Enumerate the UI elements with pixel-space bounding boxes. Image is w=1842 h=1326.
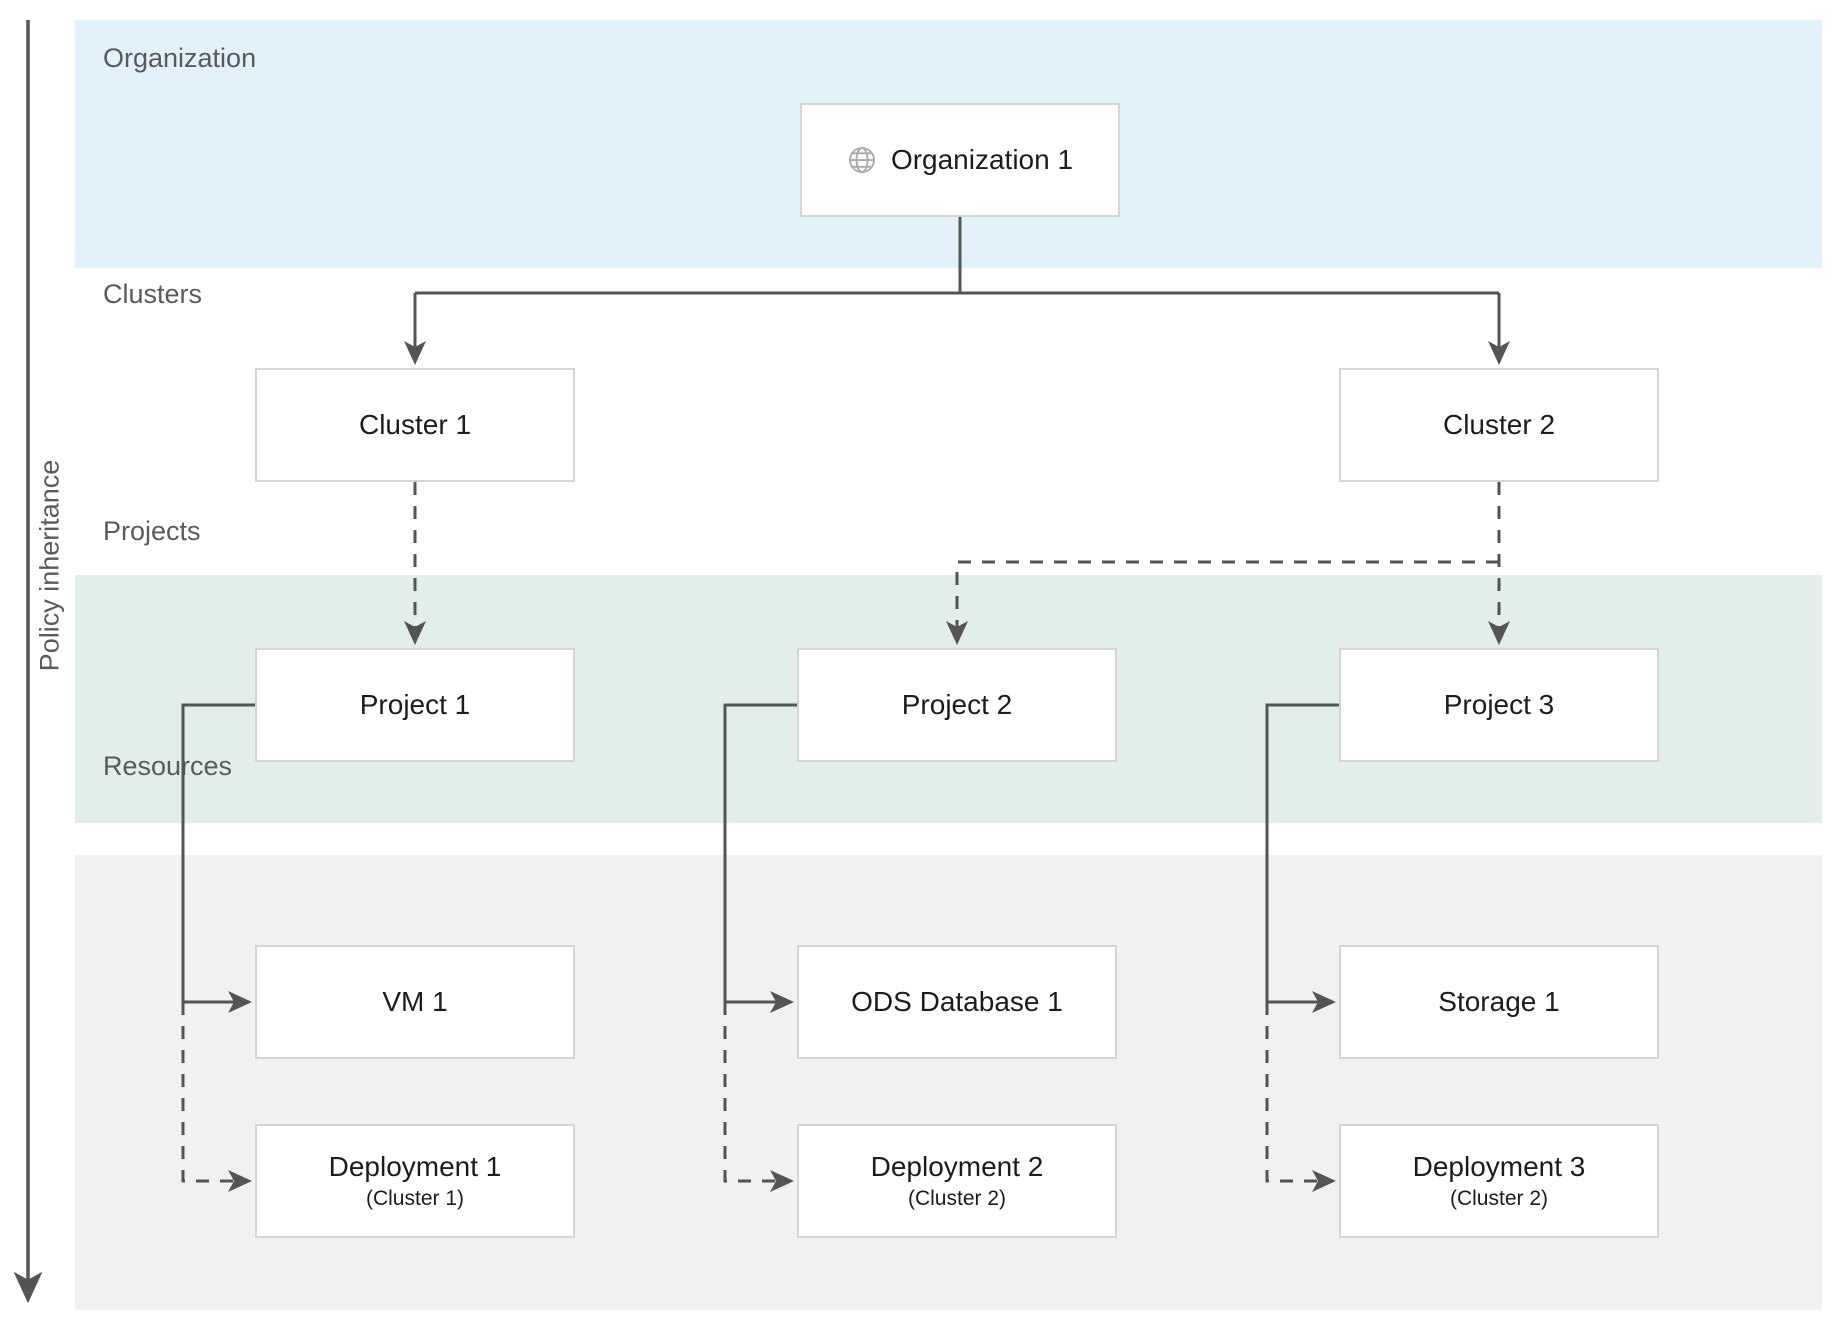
node-label: Deployment 3 (1412, 1151, 1586, 1183)
globe-icon (848, 147, 875, 173)
node-deployment-1[interactable]: Deployment 1 (Cluster 1) (255, 1124, 575, 1238)
node-label: Project 1 (359, 688, 471, 720)
node-label: Organization 1 (890, 143, 1074, 175)
policy-inheritance-label: Policy inheritance (34, 459, 65, 672)
band-label-organization: Organization (103, 43, 257, 73)
node-label: Deployment 1 (328, 1151, 502, 1183)
node-label: Storage 1 (1438, 985, 1560, 1017)
node-label: VM 1 (382, 985, 448, 1017)
band-label-resources: Resources (103, 751, 233, 781)
node-project-3[interactable]: Project 3 (1339, 648, 1659, 762)
node-sublabel: (Cluster 2) (907, 1186, 1007, 1210)
node-label: Cluster 2 (1442, 408, 1556, 440)
node-label: Deployment 2 (870, 1151, 1044, 1183)
band-resources (75, 855, 1822, 1310)
node-deployment-3[interactable]: Deployment 3 (Cluster 2) (1339, 1124, 1659, 1238)
node-vm-1[interactable]: VM 1 (255, 945, 575, 1059)
node-label: Cluster 1 (358, 408, 472, 440)
policy-inheritance-axis (13, 20, 43, 1304)
node-label: Project 2 (901, 688, 1013, 720)
node-deployment-2[interactable]: Deployment 2 (Cluster 2) (797, 1124, 1117, 1238)
band-label-projects: Projects (103, 516, 201, 546)
node-label: ODS Database 1 (851, 985, 1063, 1017)
node-storage-1[interactable]: Storage 1 (1339, 945, 1659, 1059)
node-sublabel: (Cluster 1) (365, 1186, 465, 1210)
node-ods-database-1[interactable]: ODS Database 1 (797, 945, 1117, 1059)
node-cluster-1[interactable]: Cluster 1 (255, 368, 575, 482)
node-project-2[interactable]: Project 2 (797, 648, 1117, 762)
node-cluster-2[interactable]: Cluster 2 (1339, 368, 1659, 482)
node-label: Project 3 (1443, 688, 1555, 720)
node-project-1[interactable]: Project 1 (255, 648, 575, 762)
band-label-clusters: Clusters (103, 279, 203, 309)
node-sublabel: (Cluster 2) (1449, 1186, 1549, 1210)
node-organization-1[interactable]: Organization 1 (800, 103, 1120, 217)
